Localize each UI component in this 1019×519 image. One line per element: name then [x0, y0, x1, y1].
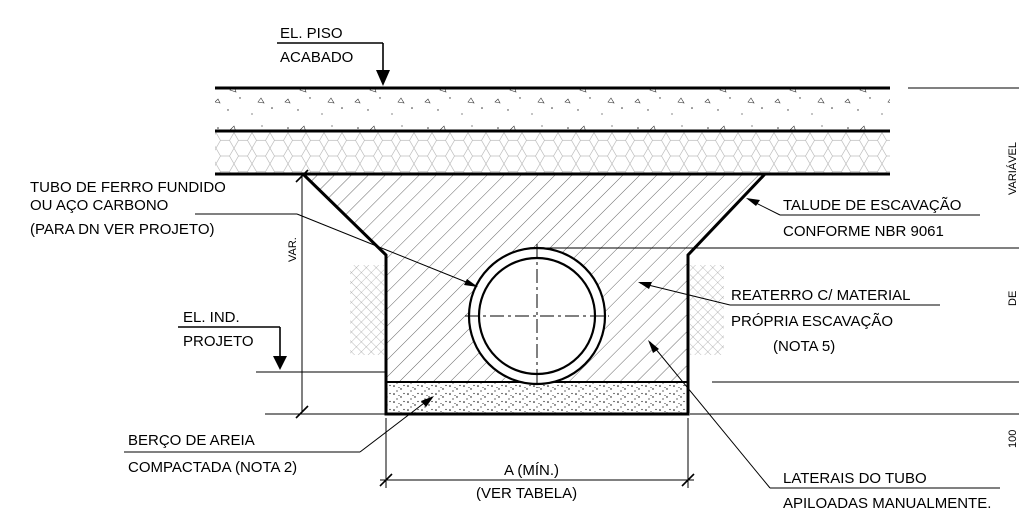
berco-label-1: BERÇO DE AREIA	[128, 432, 255, 449]
reaterro-label-2: PRÓPRIA ESCAVAÇÃO	[731, 313, 893, 330]
talude-label-2: CONFORME NBR 9061	[783, 223, 944, 240]
el-piso-label-2: ACABADO	[280, 49, 353, 66]
laterais-callout	[648, 340, 1000, 489]
el-piso-label-1: EL. PISO	[280, 25, 343, 42]
talude-callout	[746, 198, 980, 216]
reaterro-label-1: REATERRO C/ MATERIAL	[731, 287, 910, 304]
tubo-label-3: (PARA DN VER PROJETO)	[30, 221, 214, 238]
el-piso-callout	[277, 42, 390, 86]
right-edge-label-2: DE	[1007, 291, 1019, 306]
pipe	[465, 244, 690, 388]
dim-a-label-1: A (MÍN.)	[504, 462, 559, 479]
reaterro-label-3: (NOTA 5)	[773, 338, 835, 355]
a-dimension	[379, 418, 695, 488]
tubo-label-1: TUBO DE FERRO FUNDIDO	[30, 179, 226, 196]
berco-label-2: COMPACTADA (NOTA 2)	[128, 459, 297, 476]
trench-outline	[301, 172, 767, 416]
laterais-label-2: APILOADAS MANUALMENTE.	[783, 495, 991, 512]
right-edge-label-3: 100	[1007, 430, 1019, 448]
laterais-label-1: LATERAIS DO TUBO	[783, 470, 927, 487]
floor-slab	[215, 86, 1019, 176]
reaterro-callout	[638, 282, 940, 306]
right-edge-label-1: VARIÁVEL	[1006, 142, 1019, 195]
tubo-callout	[195, 213, 478, 287]
el-ind-label-2: PROJETO	[183, 333, 254, 350]
dim-a-label-2: (VER TABELA)	[476, 485, 577, 502]
native-soil-hatch	[350, 265, 724, 355]
el-ind-callout	[178, 326, 386, 373]
talude-label-1: TALUDE DE ESCAVAÇÃO	[783, 197, 961, 214]
el-ind-label-1: EL. IND.	[183, 309, 240, 326]
berco-callout	[124, 396, 434, 453]
tubo-label-2: OU AÇO CARBONO	[30, 197, 168, 214]
var-label: VAR.	[287, 237, 299, 262]
var-dimension	[265, 169, 386, 419]
right-reference-lines	[690, 247, 1019, 415]
